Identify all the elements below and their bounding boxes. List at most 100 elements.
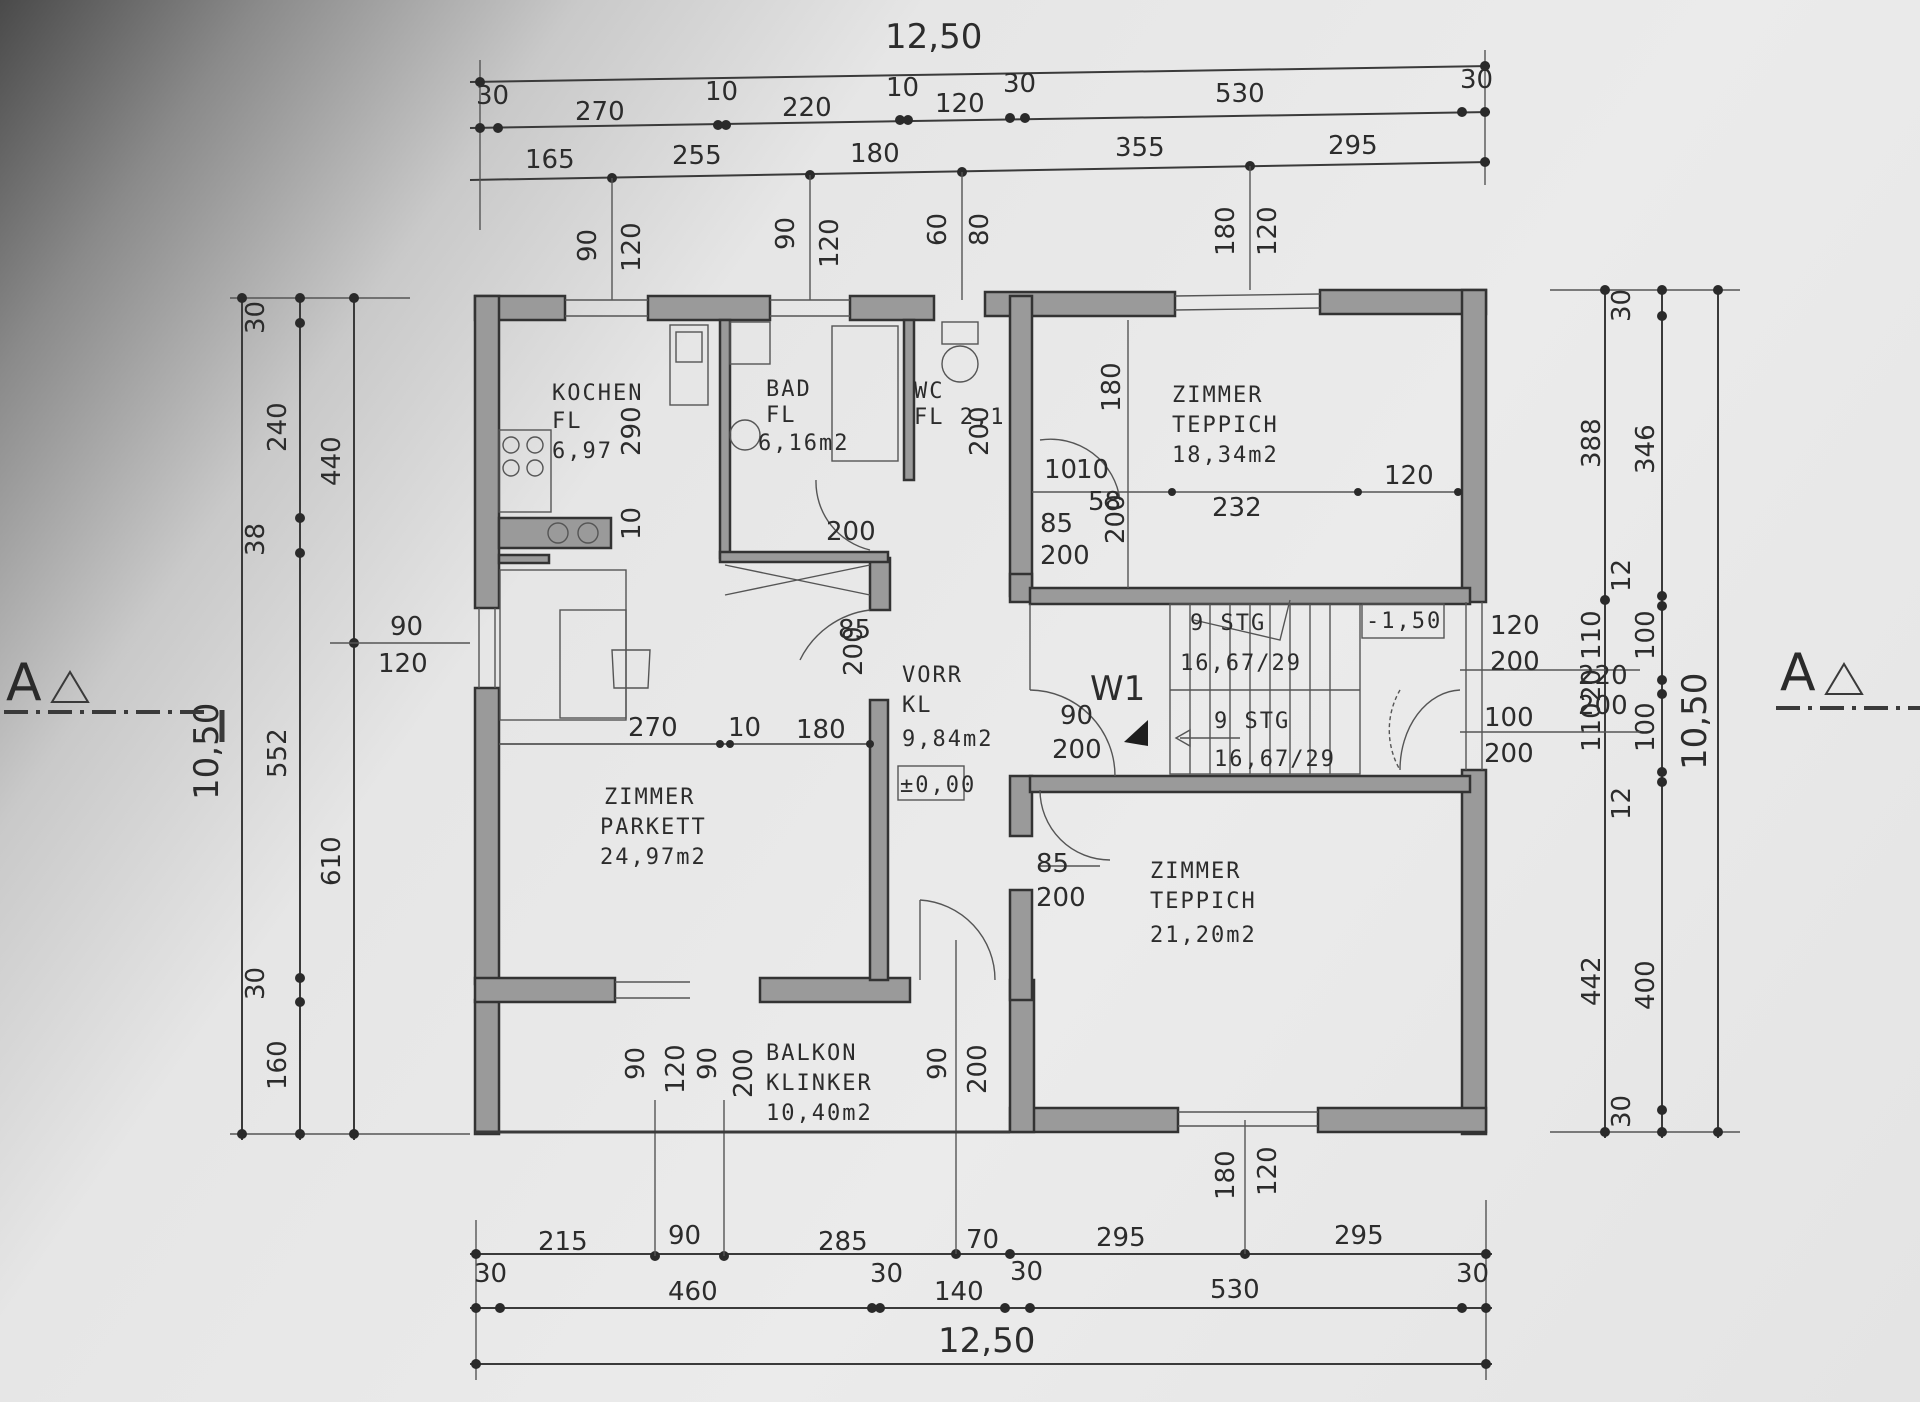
stair-upper-steps: 9 STG — [1190, 611, 1266, 636]
bottom-vdim-120: 120 — [661, 1044, 691, 1094]
stair-lower-ratio: 16,67/29 — [1214, 747, 1336, 772]
room-bad-name: BAD — [766, 377, 812, 402]
section-marker-right: A — [1780, 643, 1816, 703]
top-vdim-90a: 90 — [573, 229, 603, 262]
total-width-bottom: 12,50 — [938, 1321, 1035, 1361]
right-opening-120: 120 — [1490, 611, 1540, 641]
windows — [478, 293, 1483, 1127]
room-zimmer3-floor: TEPPICH — [1150, 889, 1257, 914]
top-dim-530: 530 — [1215, 79, 1265, 109]
bottom-dim-460: 460 — [668, 1277, 718, 1307]
int-dim-85c: 85 — [838, 615, 871, 645]
top-vdim-120c: 120 — [1253, 206, 1283, 256]
room-zimmer2-floor: PARKETT — [600, 815, 707, 840]
section-marker-left: A — [6, 653, 42, 713]
right-dim-346: 346 — [1631, 424, 1661, 474]
bottom-dim-295b: 295 — [1334, 1221, 1384, 1251]
top-vdim-120b: 120 — [815, 218, 845, 268]
right-dim-100b: 100 — [1631, 702, 1661, 752]
top-dim-255: 255 — [672, 141, 722, 171]
room-zimmer1-floor: TEPPICH — [1172, 413, 1279, 438]
level-mark: ±0,00 — [900, 773, 976, 798]
bottom-dim-140: 140 — [934, 1277, 984, 1307]
room-vorr-name: VORR — [902, 663, 963, 688]
int-dim-85a: 85 — [1040, 509, 1073, 539]
room-bad-floor: FL — [766, 403, 797, 428]
left-dim-30b: 30 — [241, 967, 271, 1000]
total-width-top: 12,50 — [885, 17, 982, 57]
stair-landing-level: -1,50 — [1366, 609, 1442, 634]
top-dim-180: 180 — [850, 139, 900, 169]
top-dimensions: 12,50 30 270 10 220 10 120 30 530 30 165… — [469, 17, 1493, 300]
stair-upper-ratio: 16,67/29 — [1180, 651, 1302, 676]
right-opening-200a: 200 — [1490, 647, 1540, 677]
int-dim-200g: 200 — [1101, 494, 1131, 544]
int-dim-200c: 200 — [1040, 541, 1090, 571]
bottom-dim-90: 90 — [668, 1221, 701, 1251]
int-dim-200b: 200 — [826, 517, 876, 547]
top-dim-10a: 10 — [705, 77, 738, 107]
int-dim-180a: 180 — [796, 715, 846, 745]
right-dim-12a: 12 — [1607, 559, 1637, 592]
bottom-dimensions: 215 90 285 70 295 295 30 460 30 140 30 5… — [470, 940, 1492, 1380]
right-opening-100: 100 — [1484, 703, 1534, 733]
top-dim-10b: 10 — [886, 73, 919, 103]
top-dim-220: 220 — [782, 93, 832, 123]
int-dim-10c: 10 — [617, 507, 647, 540]
right-dim-400: 400 — [1631, 960, 1661, 1010]
int-dim-90: 90 — [1060, 701, 1093, 731]
top-dim-30a: 30 — [476, 81, 509, 111]
room-kochen-area: 6,97 — [552, 439, 613, 464]
left-opening-120: 120 — [378, 649, 428, 679]
right-opening-200c: 200 — [1484, 739, 1534, 769]
bottom-dim-295a: 295 — [1096, 1223, 1146, 1253]
bottom-dim-30c: 30 — [1010, 1257, 1043, 1287]
room-kochen-floor: FL — [552, 409, 583, 434]
right-dim-110b: 110 — [1577, 702, 1607, 752]
right-dim-442: 442 — [1577, 956, 1607, 1006]
room-kochen-name: KOCHEN — [552, 381, 643, 406]
top-dim-30c: 30 — [1460, 65, 1493, 95]
doors — [799, 438, 1461, 981]
int-dim-58: 58 — [1088, 487, 1121, 517]
top-vdim-60: 60 — [923, 213, 953, 246]
bottom-vdim-200a: 200 — [729, 1048, 759, 1098]
left-dim-440: 440 — [317, 436, 347, 486]
room-zimmer1-area: 18,34m2 — [1172, 443, 1279, 468]
top-dim-295: 295 — [1328, 131, 1378, 161]
right-dim-100a: 100 — [1631, 610, 1661, 660]
top-vdim-120a: 120 — [617, 222, 647, 272]
room-wc-floor: FL 2,1 — [914, 405, 1005, 430]
int-dim-200f: 200 — [839, 626, 869, 676]
right-opening-220: 220 — [1578, 661, 1628, 691]
room-bad-area: 6,16m2 — [758, 431, 849, 456]
room-balkon-area: 10,40m2 — [766, 1101, 873, 1126]
left-dim-38: 38 — [241, 523, 271, 556]
int-dim-290: 290 — [617, 406, 647, 456]
bottom-dim-70: 70 — [966, 1225, 999, 1255]
room-labels: KOCHEN FL 6,97 BAD FL 6,16m2 WC FL 2,1 Z… — [552, 377, 1442, 1126]
left-dim-30a: 30 — [241, 301, 271, 334]
total-height-right: 10,50 — [1675, 673, 1715, 770]
room-balkon-floor: KLINKER — [766, 1071, 873, 1096]
bottom-dim-30d: 30 — [1456, 1259, 1489, 1289]
left-dim-240: 240 — [263, 402, 293, 452]
bottom-vdim-200b: 200 — [963, 1044, 993, 1094]
int-dim-10d: 10 — [1076, 455, 1109, 485]
right-dim-30b: 30 — [1607, 1095, 1637, 1128]
int-dim-10b: 10 — [1044, 455, 1077, 485]
room-zimmer2-name: ZIMMER — [604, 785, 695, 810]
right-dimensions: 30 346 12 110 20 110 12 400 30 100 100 3… — [1460, 285, 1920, 1138]
stairs — [1124, 599, 1445, 775]
left-opening-90: 90 — [390, 612, 423, 642]
fixtures — [497, 321, 979, 721]
int-dim-180b: 180 — [1097, 362, 1127, 412]
int-dim-200e: 200 — [1036, 883, 1086, 913]
top-dim-165: 165 — [525, 145, 575, 175]
room-zimmer3-name: ZIMMER — [1150, 859, 1241, 884]
left-dim-610: 610 — [317, 836, 347, 886]
bottom-dim-30a: 30 — [474, 1259, 507, 1289]
left-dim-160: 160 — [263, 1040, 293, 1090]
bottom-vdim-90a: 90 — [621, 1047, 651, 1080]
interior-dimensions: 270 10 180 180 120 232 58 10 10 290 10 2… — [499, 320, 1462, 913]
